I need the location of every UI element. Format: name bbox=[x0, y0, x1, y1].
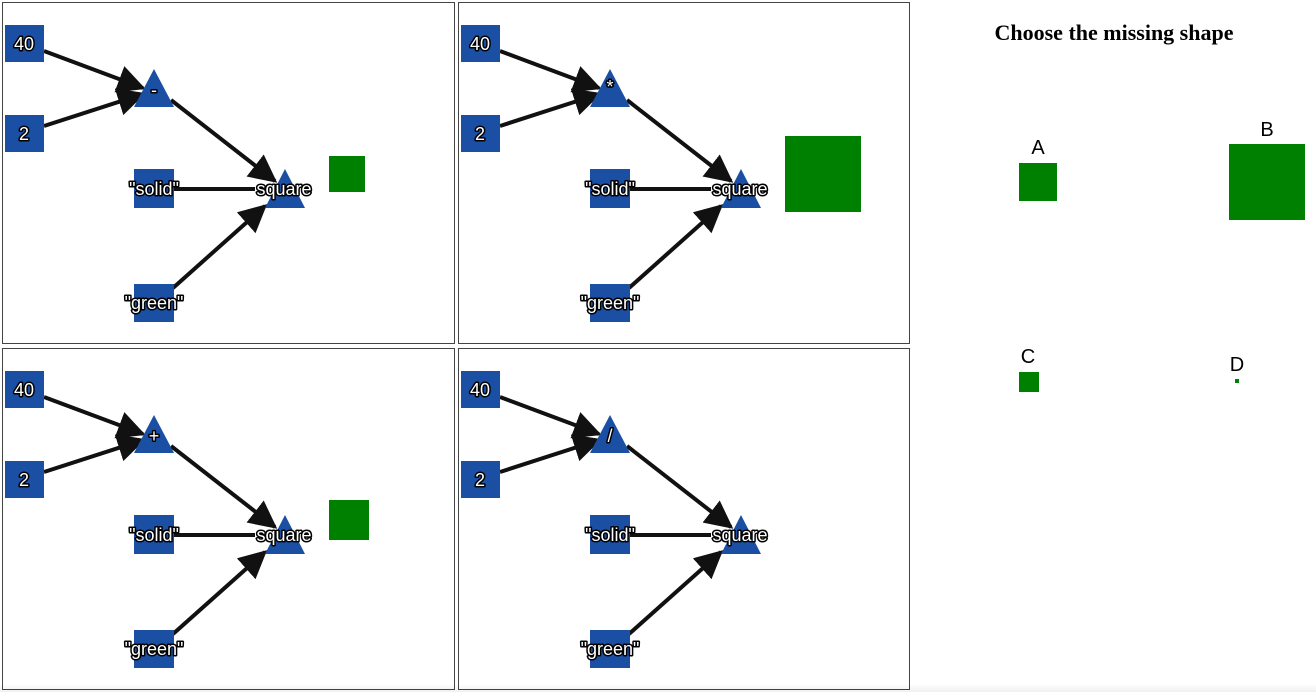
edge-2-to-op bbox=[43, 434, 146, 474]
node-green-label: "green" bbox=[581, 639, 640, 659]
square-fn-triangle bbox=[265, 169, 305, 208]
node-40-label: 40 bbox=[14, 380, 34, 400]
option-c-letter: C bbox=[1020, 346, 1036, 368]
edge-40-to-op bbox=[499, 395, 602, 439]
node-2-label: 2 bbox=[19, 470, 29, 490]
bottom-shadow bbox=[0, 684, 1316, 692]
square-fn-triangle bbox=[721, 169, 761, 208]
node-green-label: "green" bbox=[581, 293, 640, 313]
node-solid bbox=[590, 169, 630, 208]
node-2-label: 2 bbox=[19, 124, 29, 144]
node-green bbox=[134, 630, 174, 668]
op-triangle bbox=[134, 415, 174, 453]
node-solid-label: "solid" bbox=[129, 525, 179, 545]
diagram-panel-3: 40 2 + "solid" square "green" bbox=[2, 348, 455, 690]
square-fn-triangle bbox=[721, 515, 761, 554]
square-fn-triangle bbox=[265, 515, 305, 554]
result-square bbox=[785, 136, 861, 212]
panel-graph-svg: 40 2 - "solid" square "green" bbox=[5, 25, 365, 322]
node-2 bbox=[5, 461, 44, 498]
op-label: - bbox=[151, 80, 157, 100]
node-2 bbox=[5, 115, 44, 152]
node-40-label: 40 bbox=[470, 380, 490, 400]
op-triangle bbox=[134, 69, 174, 107]
edge-2-to-op bbox=[43, 88, 146, 128]
node-2-label: 2 bbox=[475, 124, 485, 144]
diagram-panel-2: 40 2 * "solid" square "green" bbox=[458, 2, 910, 344]
edge-op-to-square bbox=[169, 98, 278, 183]
node-green bbox=[134, 284, 174, 322]
node-2 bbox=[461, 115, 500, 152]
question-title: Choose the missing shape bbox=[994, 20, 1234, 45]
op-triangle bbox=[590, 415, 630, 453]
square-fn-label: square bbox=[712, 525, 767, 545]
panel-graph-svg: 40 2 * "solid" square "green" bbox=[461, 25, 861, 322]
node-40 bbox=[461, 25, 500, 62]
edge-green-to-square bbox=[171, 550, 268, 636]
edge-op-to-square bbox=[625, 444, 734, 529]
op-label: * bbox=[606, 77, 613, 97]
node-solid-label: "solid" bbox=[585, 179, 635, 199]
option-b-letter: B bbox=[1260, 119, 1274, 141]
panel-graph-svg: 40 2 + "solid" square "green" bbox=[5, 371, 369, 668]
node-40 bbox=[461, 371, 500, 408]
square-fn-label: square bbox=[256, 179, 311, 199]
diagram-panel-4: 40 2 / "solid" square "green" bbox=[458, 348, 910, 690]
node-solid bbox=[590, 515, 630, 554]
node-green bbox=[590, 284, 630, 322]
panel-graph-svg: 40 2 / "solid" square "green" bbox=[461, 371, 769, 668]
node-solid-label: "solid" bbox=[585, 525, 635, 545]
op-triangle bbox=[590, 69, 630, 107]
result-square bbox=[329, 156, 365, 192]
diagram-panel-1: 40 2 - "solid" square "green" bbox=[2, 2, 455, 344]
option-a[interactable] bbox=[1019, 163, 1057, 201]
square-fn-label: square bbox=[712, 179, 767, 199]
edge-op-to-square bbox=[169, 444, 278, 529]
node-green-label: "green" bbox=[125, 293, 184, 313]
square-fn-label: square bbox=[256, 525, 311, 545]
node-green bbox=[590, 630, 630, 668]
edge-40-to-op bbox=[43, 395, 146, 439]
edge-green-to-square bbox=[171, 204, 268, 290]
edge-2-to-op bbox=[499, 88, 602, 128]
edge-green-to-square bbox=[627, 550, 724, 636]
node-40 bbox=[5, 25, 44, 62]
op-label: + bbox=[149, 426, 160, 446]
result-square bbox=[329, 500, 369, 540]
node-solid-label: "solid" bbox=[129, 179, 179, 199]
option-d[interactable] bbox=[1235, 379, 1239, 383]
node-40-label: 40 bbox=[470, 34, 490, 54]
option-a-letter: A bbox=[1031, 137, 1045, 159]
node-green-label: "green" bbox=[125, 639, 184, 659]
node-40 bbox=[5, 371, 44, 408]
node-2 bbox=[461, 461, 500, 498]
node-solid bbox=[134, 169, 174, 208]
option-b[interactable] bbox=[1229, 144, 1305, 220]
edge-op-to-square bbox=[625, 98, 734, 183]
answer-area: Choose the missing shape A B C D bbox=[912, 0, 1316, 692]
edge-green-to-square bbox=[627, 204, 724, 290]
edge-2-to-op bbox=[499, 434, 602, 474]
option-d-letter: D bbox=[1229, 354, 1245, 376]
edge-40-to-op bbox=[43, 49, 146, 93]
node-solid bbox=[134, 515, 174, 554]
edge-40-to-op bbox=[499, 49, 602, 93]
op-label: / bbox=[607, 426, 612, 446]
node-2-label: 2 bbox=[475, 470, 485, 490]
option-c[interactable] bbox=[1019, 372, 1039, 392]
node-40-label: 40 bbox=[14, 34, 34, 54]
